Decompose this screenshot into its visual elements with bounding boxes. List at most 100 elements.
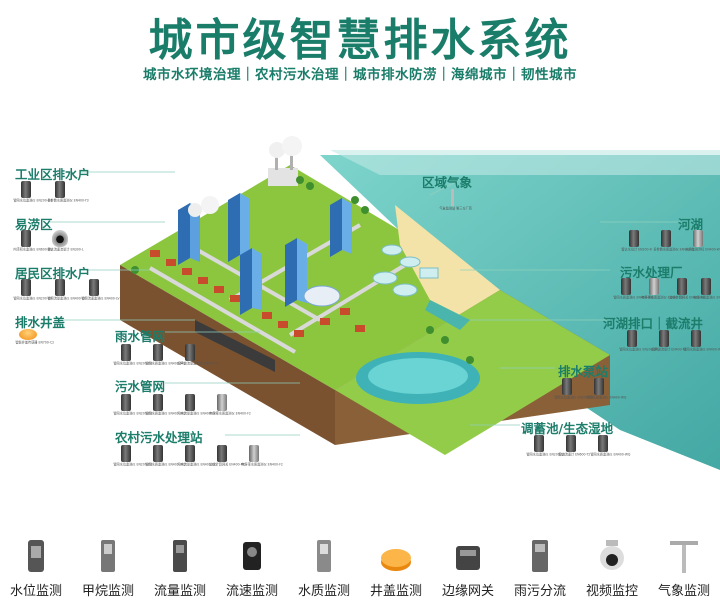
device-water-quality: 管网水质监测仪 EN400-WQ bbox=[589, 435, 630, 458]
label-storage-wetland: 调蓄池/生态湿地 bbox=[521, 421, 614, 436]
page-title: 城市级智慧排水系统 bbox=[148, 15, 572, 66]
rain-sewage-icon bbox=[532, 540, 548, 572]
device-water-level: 管网水位监测仪 EN200-D2 bbox=[525, 435, 565, 458]
label-pump-station: 排水泵站 bbox=[558, 364, 609, 379]
treatment-tanks bbox=[372, 244, 439, 297]
water-quality-icon bbox=[153, 445, 163, 462]
device-water-quality: 管网水质监测仪 EN400-WQ bbox=[144, 445, 185, 468]
edge-gateway-icon bbox=[456, 546, 480, 570]
water-level-icon bbox=[28, 540, 44, 572]
device-waterlogging-sensor: 内涝积水监测仪 EN600-W2 bbox=[12, 230, 53, 253]
label-waterlogging-area: 易涝区 bbox=[15, 217, 53, 232]
legend-item-flow: 流量监测 bbox=[144, 538, 216, 599]
water-level-icon bbox=[121, 445, 131, 462]
device-flow-meter: 超声波流量计 EN400-F1 bbox=[650, 330, 687, 353]
device-quality-buoy: 水质监测浮标 EN400-WQ bbox=[684, 230, 720, 253]
device-water-level: 管网水位监测仪 EN200-D2 bbox=[553, 378, 593, 401]
flow-meter-icon bbox=[185, 445, 195, 462]
device-flow-meter: 污水流量监测仪 EN400-CO bbox=[176, 445, 217, 468]
lake-highlight bbox=[368, 358, 468, 394]
water-level-icon bbox=[627, 330, 637, 347]
water-quality-icon bbox=[693, 230, 703, 247]
manhole-cover-icon bbox=[381, 549, 411, 571]
flow-meter-icon bbox=[55, 279, 65, 296]
legend-item-water-level: 水位监测 bbox=[0, 538, 72, 599]
device-water-quality: 管网水质监测仪 EN400-WQ bbox=[682, 330, 720, 353]
device-conductivity: 电导率水质监测仪 EN400-F2 bbox=[208, 394, 251, 417]
leader-lines bbox=[50, 171, 680, 436]
device-edge-gateway: 边缘计算网关 EN400-MC bbox=[668, 278, 706, 301]
device-flow-meter: 污水流量监测仪 EN400-CO bbox=[176, 394, 217, 417]
legend-item-quality: 水质监测 bbox=[288, 538, 360, 599]
water-level-icon bbox=[21, 181, 31, 198]
water-quality-icon bbox=[55, 181, 65, 198]
device-water-quality: 管网水质监测仪 EN400-MQ bbox=[144, 344, 185, 367]
sea-horizon bbox=[330, 150, 720, 175]
water-level-icon bbox=[121, 394, 131, 411]
road-1 bbox=[148, 266, 297, 354]
device-online-quality: 在线水质监测仪 EN400-WQ bbox=[692, 278, 720, 301]
edge-gateway-icon bbox=[217, 445, 227, 462]
device-water-quality: 管网水质监测仪 EN400-WQ bbox=[585, 378, 626, 401]
label-regional-weather: 区域气象 bbox=[422, 175, 473, 190]
water-quality-icon bbox=[598, 435, 608, 452]
device-water-quality: 管网水质监测仪 EN400-WQ bbox=[144, 394, 185, 417]
legend-item-camera: 视频监控 bbox=[576, 538, 648, 599]
device-water-level: 管网水位监测仪 EN200-D2 bbox=[618, 330, 658, 353]
device-edge-gateway: 边缘计算网关 EN400-MC bbox=[208, 445, 246, 468]
flow-velocity-icon bbox=[243, 542, 261, 570]
device-water-level: 管网水位监测仪 EN200-D2 bbox=[12, 279, 52, 302]
device-conductivity: 电导率水质监测仪 EN400-F3 bbox=[640, 278, 683, 301]
legend-item-gateway: 边缘网关 bbox=[432, 538, 504, 599]
factory bbox=[188, 136, 302, 217]
label-rainwater-network: 雨水管网 bbox=[115, 329, 166, 344]
device-conductivity: 电导率水质监测仪 EN400-F2 bbox=[240, 445, 283, 468]
page-subtitle: 城市水环境治理｜农村污水治理｜城市排水防涝｜海绵城市｜韧性城市 bbox=[143, 67, 577, 83]
flow-velocity-icon bbox=[89, 279, 99, 296]
device-flow-meter: 超声波流量监测仪 EN400-F1 bbox=[176, 344, 219, 367]
device-radar-flow: 雷达流速流量计 EN300-L bbox=[46, 230, 84, 253]
stadium bbox=[303, 285, 341, 307]
water-quality-icon bbox=[249, 445, 259, 462]
water-level-icon bbox=[21, 230, 31, 247]
water-quality-icon bbox=[649, 278, 659, 295]
trees bbox=[131, 176, 474, 364]
label-industrial-drainage: 工业区排水户 bbox=[15, 167, 91, 182]
device-water-quality: 多参数水质监测仪 EN400-Y3 bbox=[46, 181, 89, 204]
device-radar-velocity: 雷达流速计 EN600-T2 bbox=[557, 435, 590, 458]
beach bbox=[395, 205, 500, 320]
ground-side-left bbox=[120, 265, 335, 445]
water-level-icon bbox=[21, 279, 31, 296]
legend-item-weather: 气象监测 bbox=[648, 538, 720, 599]
pipe-tunnel bbox=[195, 320, 275, 372]
water-quality-icon bbox=[701, 278, 711, 295]
legend-item-manhole: 井盖监测 bbox=[360, 538, 432, 599]
flow-meter-icon bbox=[659, 330, 669, 347]
device-water-level: 管网水位监测仪 EN200-D2 bbox=[12, 181, 52, 204]
device-weather-station: 气象监测站 第三方厂商 bbox=[438, 189, 472, 212]
water-level-icon bbox=[121, 344, 131, 361]
water-level-icon bbox=[562, 378, 572, 395]
flow-velocity-icon bbox=[566, 435, 576, 452]
device-legend: 水位监测 甲烷监测 流量监测 流速监测 水质监测 井盖监测 边缘网关 雨污分流 … bbox=[0, 538, 720, 601]
label-manhole-cover: 排水井盖 bbox=[15, 315, 66, 330]
manhole-cover-icon bbox=[19, 329, 37, 340]
device-manhole-sensor: 智能井盖传感器 EN700-C2 bbox=[14, 329, 54, 346]
label-rural-sewage-station: 农村污水处理站 bbox=[115, 430, 203, 445]
water-quality-icon bbox=[217, 394, 227, 411]
legend-item-rain-sewage: 雨污分流 bbox=[504, 538, 576, 599]
houses bbox=[150, 250, 365, 337]
device-water-level: 管网水位监测仪 EN200-D2 bbox=[112, 445, 152, 468]
water-quality-icon bbox=[594, 378, 604, 395]
water-level-icon bbox=[629, 230, 639, 247]
water-quality-icon bbox=[153, 344, 163, 361]
label-river-outfall-interception: 河湖排口｜截流井 bbox=[603, 316, 704, 331]
flow-meter-icon bbox=[185, 344, 195, 361]
skyscrapers bbox=[178, 193, 352, 315]
edge-gateway-icon bbox=[677, 278, 687, 295]
weather-station-icon bbox=[670, 541, 698, 573]
ground-grass bbox=[120, 165, 500, 390]
radar-sensor-icon bbox=[52, 230, 68, 247]
label-residential-drainage: 居民区排水户 bbox=[15, 266, 91, 281]
